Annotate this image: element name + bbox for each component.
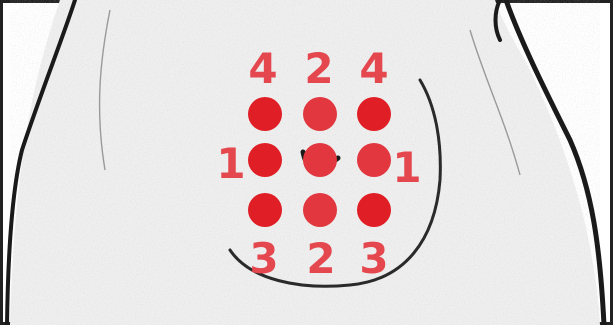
injection-marker-top-right <box>357 97 391 131</box>
site-label-bottom-left: 3 <box>249 238 278 280</box>
injection-marker-bottom-left <box>248 193 282 227</box>
injection-marker-middle-left <box>248 143 282 177</box>
site-label-middle-right: 1 <box>392 147 421 189</box>
injection-marker-top-left <box>248 97 282 131</box>
injection-marker-middle-right <box>357 143 391 177</box>
injection-marker-center <box>303 143 337 177</box>
injection-marker-top-center <box>303 97 337 131</box>
injection-marker-bottom-right <box>357 193 391 227</box>
site-label-top-right: 4 <box>359 48 388 90</box>
site-label-top-center: 2 <box>304 48 333 90</box>
injection-marker-grid <box>248 97 391 227</box>
site-label-top-left: 4 <box>248 48 277 90</box>
site-label-bottom-right: 3 <box>359 238 388 280</box>
site-label-middle-left: 1 <box>216 143 245 185</box>
injection-marker-bottom-center <box>303 193 337 227</box>
site-label-bottom-center: 2 <box>306 238 335 280</box>
